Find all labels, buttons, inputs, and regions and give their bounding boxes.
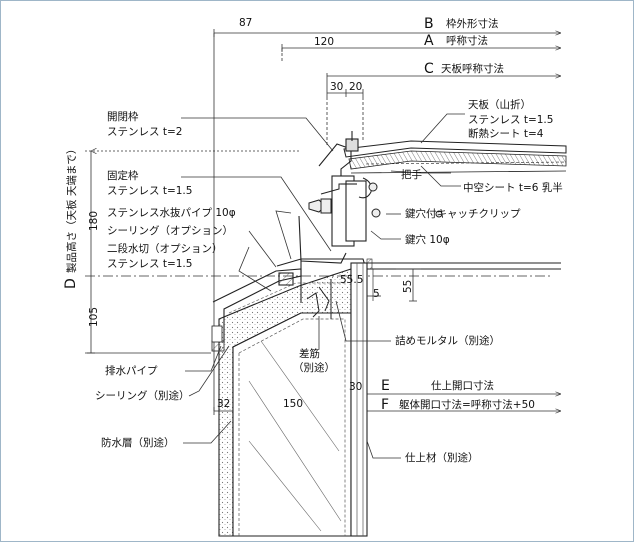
dim-55-5: 55.5 — [340, 274, 363, 286]
dim-D-text: 製品高さ（天板 天端まで） — [65, 144, 78, 273]
label-mizunuki-pipe: ステンレス水抜パイプ 10φ — [107, 206, 236, 219]
label-sealing-betto: シーリング（別途） — [95, 389, 190, 402]
label-tenban: 天板（山折） — [468, 98, 531, 111]
dim-20: 20 — [349, 81, 362, 93]
drain-pipe — [211, 325, 225, 352]
opening-frame — [318, 131, 367, 247]
dim-30b: 30 — [349, 381, 362, 393]
label-sealing-option: シーリング（オプション） — [107, 224, 233, 237]
dim-180: 180 — [88, 211, 100, 231]
handle-assembly — [308, 177, 443, 218]
label-nidan-mat: ステンレス t=1.5 — [107, 258, 192, 270]
dim-B-text: 枠外形寸法 — [446, 17, 499, 30]
dim-F-text: 躯体開口寸法=呼称寸法+50 — [399, 398, 535, 411]
label-kaiheiwaku-mat: ステンレス t=2 — [107, 126, 182, 138]
label-kagi-clip: 鍵穴付キャッチクリップ — [405, 207, 521, 220]
dim-32: 32 — [217, 398, 230, 410]
leader-lines — [181, 113, 465, 459]
two-step-flashing — [212, 268, 302, 343]
label-bousui: 防水層（別途） — [101, 436, 175, 449]
dim-D-letter: D — [63, 278, 79, 289]
dim-30: 30 — [330, 81, 343, 93]
dim-A-letter: A — [424, 33, 434, 49]
dim-C-letter: C — [424, 61, 434, 77]
label-nidan-mizukiri: 二段水切（オプション） — [107, 242, 223, 255]
dim-E-letter: E — [381, 378, 390, 394]
dim-55: 55 — [402, 280, 414, 293]
label-sashikin: 差筋 — [299, 347, 320, 360]
label-shiage: 仕上材（別途） — [405, 451, 479, 464]
slab-structure — [350, 258, 561, 537]
dimension-lines-left — [85, 151, 551, 354]
label-tenban-mat: ステンレス t=1.5 — [468, 114, 553, 126]
dim-B-letter: B — [424, 16, 434, 32]
label-kaiheiwaku: 開閉枠 — [107, 110, 139, 123]
dim-A-text: 呼称寸法 — [446, 34, 488, 47]
dim-87: 87 — [239, 17, 252, 29]
dim-105: 105 — [88, 307, 100, 327]
dim-F-letter: F — [381, 397, 389, 413]
dim-C-text: 天板呼称寸法 — [441, 62, 504, 75]
label-haisui-pipe: 排水パイプ — [105, 364, 158, 377]
top-plate — [343, 140, 567, 174]
label-kagiana: 鍵穴 10φ — [405, 233, 450, 246]
dim-E-text: 仕上開口寸法 — [431, 379, 494, 392]
label-tsume-mortar: 詰めモルタル（別途） — [395, 334, 500, 347]
label-chukuu: 中空シート t=6 乳半 — [463, 181, 563, 194]
dim-5: 5 — [373, 288, 380, 300]
dim-150: 150 — [283, 398, 303, 410]
concrete-curb — [218, 268, 352, 537]
label-koteiwaku-mat: ステンレス t=1.5 — [107, 185, 192, 197]
rebar — [306, 279, 332, 319]
dim-120: 120 — [314, 36, 334, 48]
label-totte: 把手 — [401, 168, 422, 181]
label-sashikin-betto: （別途） — [293, 361, 335, 374]
label-dannetsu: 断熱シート t=4 — [468, 127, 544, 140]
label-koteiwaku: 固定枠 — [107, 169, 139, 182]
